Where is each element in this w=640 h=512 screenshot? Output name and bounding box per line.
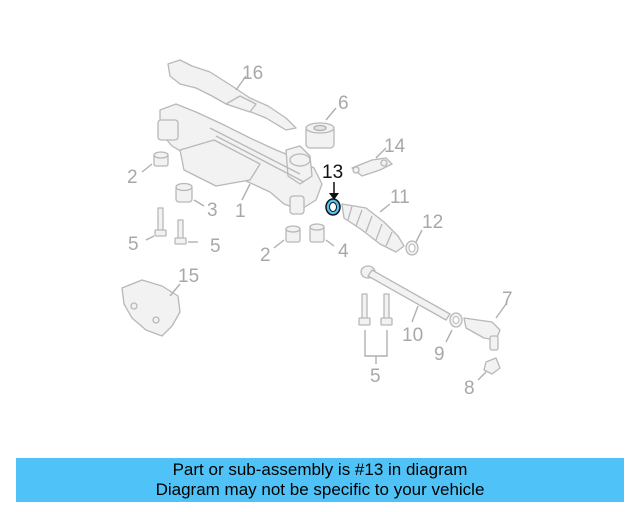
- callout-7: 7: [502, 289, 513, 310]
- callout-9: 9: [434, 344, 445, 365]
- callout-5b: 5: [210, 236, 221, 257]
- callout-15: 15: [178, 266, 199, 287]
- callout-10: 10: [402, 325, 423, 346]
- callout-11: 11: [390, 187, 410, 208]
- callout-5a: 5: [128, 234, 139, 255]
- callout-2b: 2: [260, 245, 271, 266]
- callout-5c: 5: [370, 366, 381, 387]
- info-banner: Part or sub-assembly is #13 in diagram D…: [16, 458, 624, 502]
- part-5-bolts-lower: [358, 293, 393, 364]
- part-8-nut: [477, 357, 501, 381]
- parts-diagram: 16 6 14 1 2 3: [121, 59, 513, 399]
- part-7-tie-rod-end: [463, 303, 507, 351]
- callout-14: 14: [384, 136, 406, 157]
- part-5-bolts-left: [145, 207, 198, 245]
- part-3-bushing: [175, 182, 205, 207]
- part-16-heat-shield: [167, 59, 297, 131]
- part-10-tie-rod: [360, 265, 451, 323]
- part-13-clamp-highlighted: [325, 182, 341, 216]
- callout-13: 13: [322, 162, 343, 183]
- banner-line-1: Part or sub-assembly is #13 in diagram: [172, 460, 468, 479]
- callout-4: 4: [338, 241, 349, 262]
- part-14-bracket: [351, 147, 393, 177]
- banner-line-2: Diagram may not be specific to your vehi…: [155, 480, 485, 499]
- part-11-boot: [341, 203, 405, 253]
- part-1-steering-gear: [157, 103, 323, 215]
- part-12-clamp: [405, 229, 423, 256]
- part-4-bushing: [309, 223, 335, 247]
- part-15-shield: [121, 279, 181, 337]
- part-2-bushing-lower: [273, 225, 301, 249]
- callout-16: 16: [242, 63, 263, 84]
- part-2-bushing-upper: [141, 151, 169, 173]
- callout-8: 8: [464, 378, 475, 399]
- part-9-nut: [445, 312, 463, 343]
- part-6-bushing: [305, 107, 337, 149]
- callout-12: 12: [422, 212, 443, 233]
- callout-2a: 2: [127, 167, 138, 188]
- callout-6: 6: [338, 93, 349, 114]
- callout-3: 3: [207, 200, 218, 221]
- callout-1: 1: [235, 201, 246, 222]
